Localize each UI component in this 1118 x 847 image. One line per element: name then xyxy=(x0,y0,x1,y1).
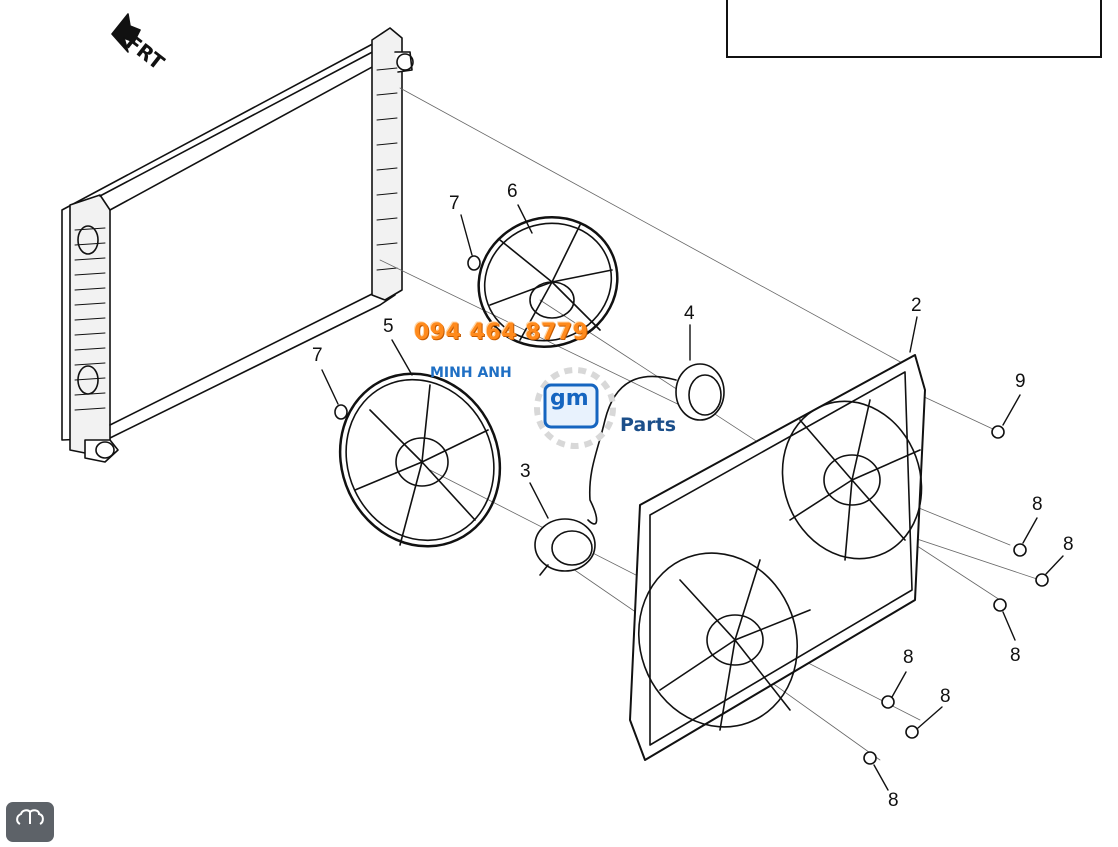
fan-blade-5 xyxy=(338,372,502,548)
inset-detail-box xyxy=(726,0,1102,58)
watermark-parts: Parts xyxy=(620,414,676,436)
watermark-shop-name: MINH ANH xyxy=(430,365,512,381)
callout-label: 4 xyxy=(684,303,695,324)
watermark-phone: 094 464 8779 xyxy=(414,320,589,345)
nut-7a xyxy=(467,255,481,271)
fan-motor-4 xyxy=(587,363,725,525)
callout-label: 7 xyxy=(312,345,323,366)
bolt-8f xyxy=(863,751,877,765)
callout-label: 8 xyxy=(1063,534,1074,555)
callout-label: 8 xyxy=(888,790,899,811)
radiator xyxy=(61,27,414,463)
callout-label: 7 xyxy=(449,193,460,214)
fan-motor-3 xyxy=(534,518,596,576)
callout-label: 8 xyxy=(903,647,914,668)
brain-icon xyxy=(16,809,44,825)
front-direction-arrow-icon xyxy=(111,13,141,53)
callout-label: 8 xyxy=(940,686,951,707)
bolt-8c xyxy=(993,598,1007,612)
bolt-8a xyxy=(1013,543,1027,557)
bolt-9 xyxy=(991,425,1005,439)
fan-shroud-2 xyxy=(629,354,926,761)
bolt-8b xyxy=(1035,573,1049,587)
callout-label: 8 xyxy=(1010,645,1021,666)
assistant-button[interactable] xyxy=(6,802,54,842)
bolt-8d xyxy=(881,695,895,709)
callout-label: 3 xyxy=(520,461,531,482)
callout-label: 2 xyxy=(911,295,922,316)
gm-gear-icon xyxy=(534,367,616,449)
callout-label: 8 xyxy=(1032,494,1043,515)
callout-label: 6 xyxy=(507,181,518,202)
bolt-8e xyxy=(905,725,919,739)
nut-7b xyxy=(334,404,348,420)
watermark-brand: gm xyxy=(550,386,589,411)
callout-label: 9 xyxy=(1015,371,1026,392)
callout-label: 5 xyxy=(383,316,394,337)
